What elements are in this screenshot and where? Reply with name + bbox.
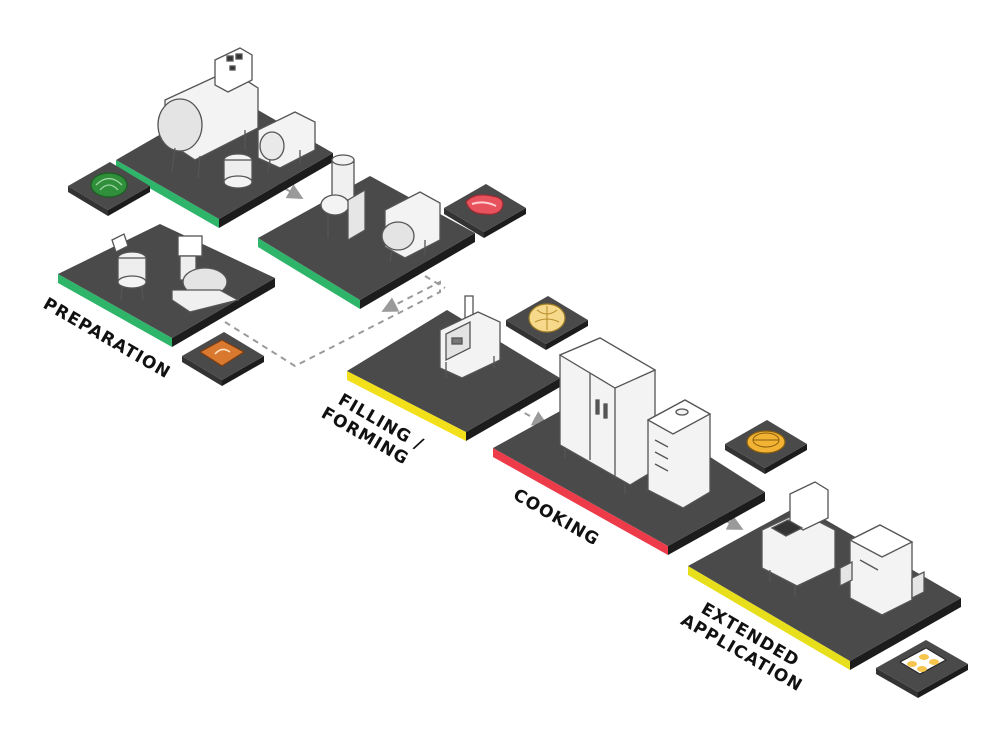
- stage-color-stripe: [58, 274, 172, 347]
- meat-icon: [444, 184, 526, 238]
- cabbage-icon: [68, 162, 150, 216]
- freezer-unit: [839, 524, 925, 616]
- bowl-cutter: [223, 153, 253, 189]
- platform-filling-forming: [347, 295, 560, 441]
- steamer-basket-icon: [725, 420, 807, 474]
- mixing-tank: [381, 191, 441, 263]
- platform-extended-application: [688, 481, 961, 670]
- steam-oven: [646, 399, 712, 509]
- bun-icon: [506, 296, 588, 350]
- vegetable-cutter: [257, 111, 316, 173]
- packaging-machine: [761, 481, 836, 597]
- flour-bag-icon: [182, 332, 264, 386]
- stage-color-stripe: [116, 160, 219, 228]
- stage-color-stripe: [347, 371, 466, 441]
- stage-color-stripe: [493, 448, 668, 555]
- platform-preparation-2: [258, 154, 475, 309]
- dumpling-tray-icon: [876, 640, 968, 698]
- horizontal-mixer: [157, 47, 259, 179]
- meat-grinder: [320, 154, 366, 242]
- platform-preparation-1: [116, 47, 333, 228]
- dough-mixer: [171, 235, 240, 313]
- stage-color-stripe: [688, 566, 850, 670]
- platform-preparation-3: [58, 224, 275, 347]
- platform-cooking: [493, 337, 765, 555]
- vegetable-washer: [111, 233, 147, 301]
- connector-prep2-to-filling: [424, 275, 446, 289]
- dumpling-forming-machine: [439, 295, 501, 379]
- connector-prep3-to-filling: [224, 280, 441, 368]
- stage-color-stripe: [258, 238, 360, 309]
- connector-filling-to-cooking: [514, 407, 549, 426]
